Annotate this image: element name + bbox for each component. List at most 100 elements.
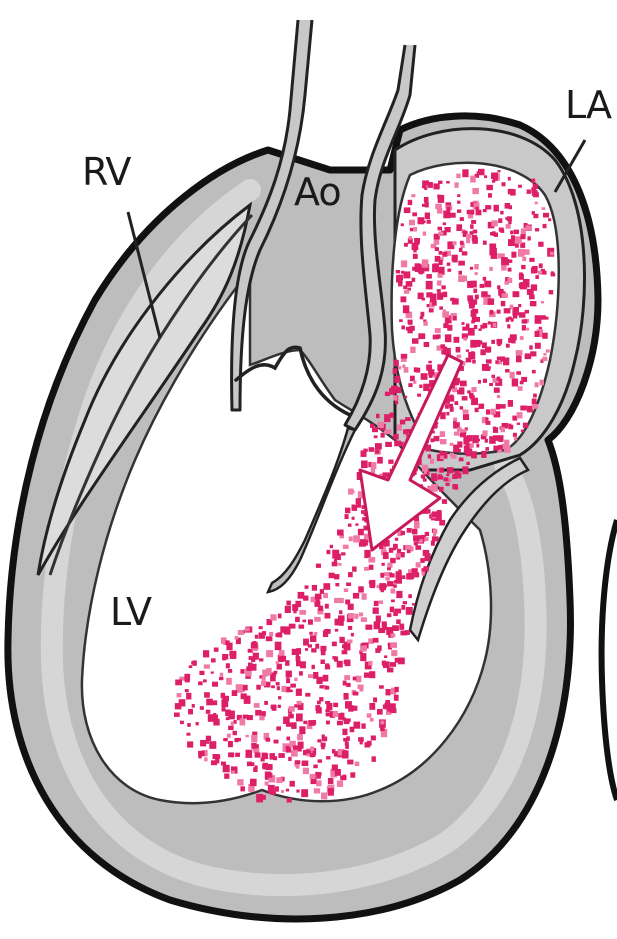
blood-particle — [299, 726, 305, 734]
blood-particle — [440, 456, 444, 459]
blood-particle — [478, 169, 485, 176]
blood-particle — [401, 296, 407, 302]
blood-particle — [203, 679, 207, 682]
blood-particle — [353, 692, 359, 696]
blood-particle — [504, 446, 511, 453]
blood-particle — [348, 604, 354, 610]
blood-particle — [245, 627, 250, 631]
blood-particle — [325, 604, 329, 609]
blood-particle — [228, 726, 234, 730]
blood-particle — [450, 443, 454, 446]
blood-particle — [413, 254, 418, 259]
blood-particle — [443, 292, 448, 298]
blood-particle — [439, 520, 445, 526]
blood-particle — [219, 677, 223, 680]
blood-particle — [445, 334, 452, 342]
blood-particle — [240, 669, 244, 674]
blood-particle — [396, 591, 402, 598]
blood-particle — [350, 772, 355, 777]
blood-particle — [471, 387, 476, 392]
blood-particle — [276, 661, 280, 664]
blood-particle — [240, 786, 245, 791]
blood-particle — [462, 466, 468, 474]
blood-particle — [428, 361, 432, 364]
blood-particle — [221, 700, 228, 708]
blood-particle — [486, 409, 490, 414]
blood-particle — [486, 421, 491, 425]
blood-particle — [369, 580, 375, 587]
blood-particle — [450, 213, 456, 218]
blood-particle — [405, 545, 411, 550]
blood-particle — [296, 654, 299, 658]
blood-particle — [353, 593, 359, 599]
blood-particle — [467, 210, 471, 214]
blood-particle — [410, 376, 415, 382]
blood-particle — [251, 642, 258, 648]
blood-particle — [259, 633, 265, 639]
blood-particle — [235, 636, 239, 640]
blood-particle — [479, 404, 485, 409]
blood-particle — [309, 632, 313, 635]
blood-particle — [396, 553, 401, 557]
blood-particle — [542, 357, 547, 361]
blood-particle — [358, 685, 364, 689]
blood-particle — [246, 735, 249, 737]
blood-particle — [206, 710, 211, 714]
blood-particle — [542, 271, 547, 275]
blood-particle — [428, 454, 431, 458]
blood-particle — [422, 204, 425, 207]
blood-particle — [253, 767, 257, 772]
blood-particle — [542, 333, 548, 339]
blood-particle — [174, 713, 180, 717]
blood-particle — [261, 711, 266, 716]
blood-particle — [432, 476, 437, 481]
blood-particle — [404, 207, 411, 213]
blood-particle — [470, 224, 474, 229]
blood-particle — [373, 608, 379, 614]
blood-particle — [198, 681, 203, 685]
blood-particle — [496, 404, 501, 410]
blood-particle — [464, 337, 468, 340]
blood-particle — [286, 677, 289, 681]
blood-particle — [419, 385, 422, 389]
blood-particle — [378, 628, 385, 633]
blood-particle — [518, 304, 521, 307]
blood-particle — [395, 538, 398, 541]
blood-particle — [432, 511, 437, 517]
blood-particle — [276, 726, 281, 730]
blood-particle — [474, 317, 480, 322]
blood-particle — [308, 720, 315, 726]
blood-particle — [338, 563, 342, 566]
blood-particle — [415, 545, 421, 550]
blood-particle — [508, 425, 513, 430]
blood-particle — [460, 406, 464, 409]
blood-particle — [361, 723, 365, 728]
blood-particle — [426, 281, 433, 290]
blood-particle — [368, 661, 372, 666]
blood-particle — [324, 585, 328, 588]
blood-particle — [259, 658, 263, 661]
blood-particle — [348, 572, 353, 577]
blood-particle — [502, 182, 506, 186]
blood-particle — [516, 355, 522, 362]
blood-particle — [253, 748, 259, 753]
blood-particle — [484, 175, 487, 178]
blood-particle — [394, 360, 399, 366]
blood-particle — [319, 697, 323, 701]
blood-particle — [426, 274, 432, 279]
blood-particle — [339, 621, 344, 626]
blood-particle — [407, 528, 412, 533]
blood-particle — [466, 462, 470, 465]
blood-particle — [439, 487, 443, 492]
blood-particle — [424, 197, 429, 203]
blood-particle — [266, 738, 271, 742]
blood-particle — [521, 228, 526, 234]
blood-particle — [278, 696, 281, 699]
blood-particle — [489, 383, 493, 386]
blood-particle — [522, 319, 528, 323]
blood-particle — [507, 278, 512, 283]
blood-particle — [421, 475, 425, 479]
blood-particle — [368, 557, 375, 563]
blood-particle — [289, 624, 296, 629]
blood-particle — [384, 414, 390, 422]
